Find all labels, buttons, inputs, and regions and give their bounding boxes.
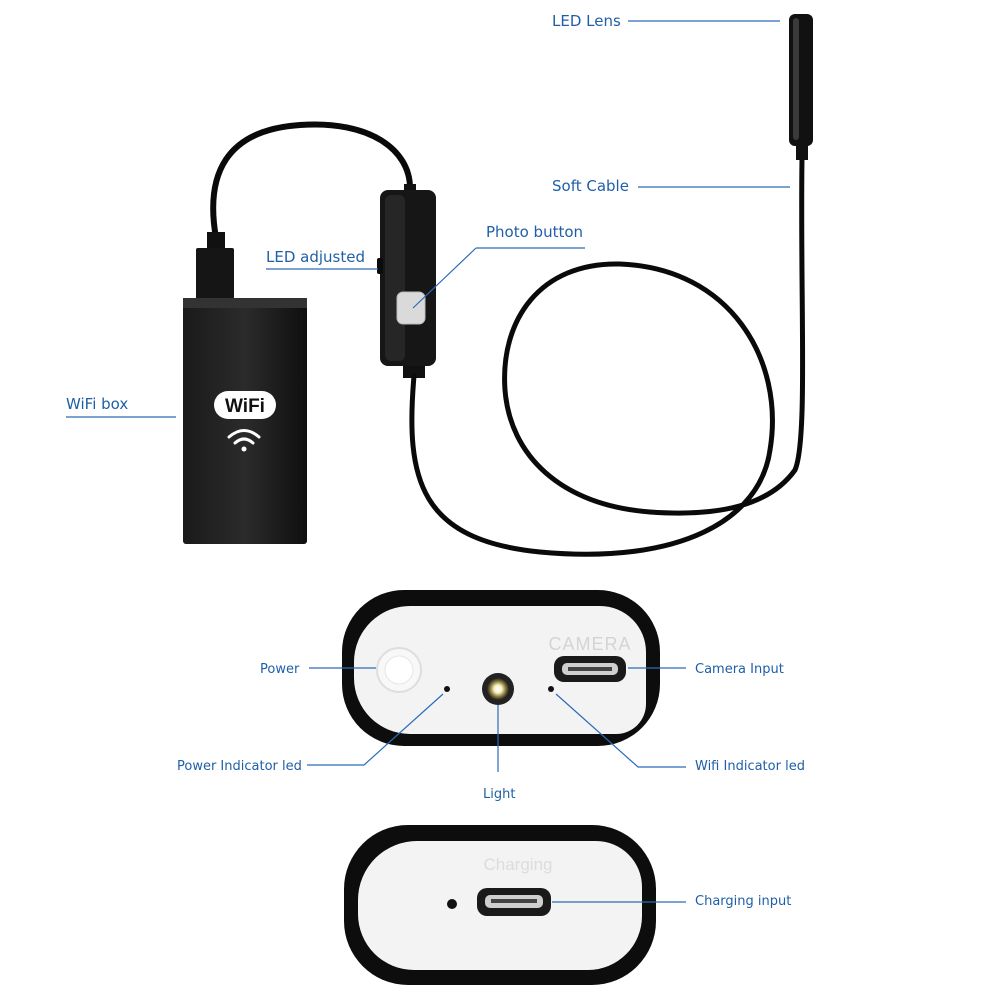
label-camera-input: Camera Input (695, 662, 784, 677)
label-wifi-box: WiFi box (66, 395, 128, 413)
wifi-logo-text: WiFi (225, 396, 265, 417)
label-power-indicator-led: Power Indicator led (177, 759, 302, 774)
label-soft-cable: Soft Cable (552, 177, 629, 195)
charging-port-text: Charging (484, 855, 553, 874)
front-panel-view: CAMERA (342, 590, 660, 746)
wifi-box: WiFi (183, 298, 307, 544)
usb-plug-body (196, 248, 234, 300)
inline-switch (377, 184, 436, 378)
power-indicator-led-graphic (444, 686, 450, 692)
photo-button-graphic (396, 291, 426, 325)
back-panel-view: Charging (344, 825, 656, 985)
label-photo-button: Photo button (486, 223, 583, 241)
endoscope-assembly: WiFi (183, 14, 813, 557)
usb-cable (210, 121, 413, 241)
leader-photo-button (412, 247, 477, 309)
label-wifi-indicator-led: Wifi Indicator led (695, 759, 805, 774)
usb-plug (207, 232, 225, 250)
led-lens (789, 14, 813, 160)
label-led-adjusted: LED adjusted (266, 248, 365, 266)
label-charging-input: Charging input (695, 894, 791, 909)
wifi-indicator-led-graphic (548, 686, 554, 692)
soft-cable (409, 155, 806, 557)
label-led-lens: LED Lens (552, 12, 621, 30)
label-light: Light (483, 787, 515, 802)
camera-port-text: CAMERA (548, 634, 631, 654)
charging-indicator-graphic (447, 899, 457, 909)
leader-wifi-indicator (555, 693, 686, 768)
label-power: Power (260, 662, 300, 677)
wifi-signal-icon (227, 429, 261, 452)
leader-power-indicator (307, 693, 444, 766)
